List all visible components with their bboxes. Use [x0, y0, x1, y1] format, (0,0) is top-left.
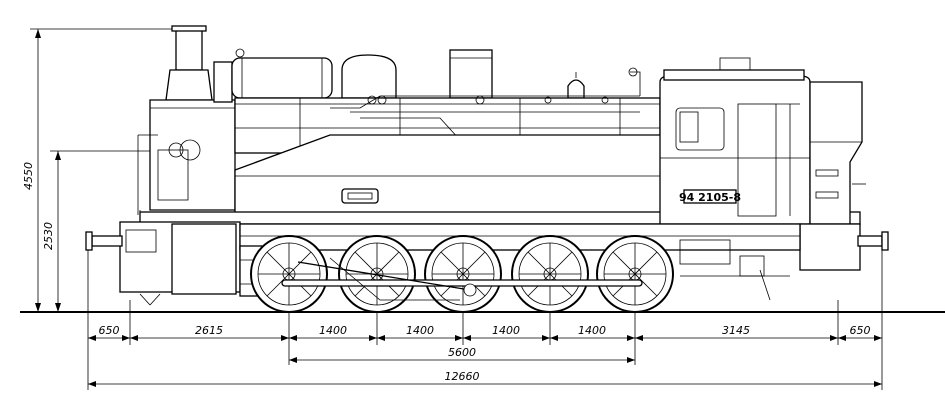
dim-front-to-first-axle: 2615 [195, 324, 223, 337]
dim-rear-overhang: 650 [850, 324, 871, 337]
coupling-rods [281, 257, 643, 301]
dim-axle-1-2: 1400 [319, 324, 347, 337]
driving-wheels [250, 235, 674, 313]
smokebox [137, 99, 236, 215]
dim-axle-4-5: 1400 [578, 324, 606, 337]
rear-running-gear [679, 239, 790, 277]
front-buffer-beam [85, 221, 241, 306]
dim-axle-3-4: 1400 [492, 324, 520, 337]
sand-dome [449, 49, 493, 99]
dim-front-overhang: 650 [99, 324, 120, 337]
length-dimensions: 650 2615 1400 1400 1400 1400 3145 650 56… [87, 250, 883, 390]
dim-overall-length: 12660 [445, 370, 480, 383]
rear-buffer-beam [759, 223, 889, 301]
dim-wheelbase: 5600 [448, 346, 476, 359]
locomotive-frame [239, 223, 801, 251]
cab [659, 57, 811, 225]
coal-bunker [809, 81, 866, 225]
wheel-spokes [258, 243, 666, 305]
boiler-pipework [330, 67, 641, 141]
air-compressor [213, 48, 333, 103]
height-dimensions: 4550 2530 [22, 28, 190, 312]
loco-number: 94 2105-8 [679, 191, 741, 204]
whistle [567, 72, 585, 99]
dim-last-axle-to-rear: 3145 [722, 324, 750, 337]
height-dim-overall: 4550 [22, 162, 35, 190]
row1-arrows [88, 335, 882, 341]
side-water-tank [234, 134, 666, 216]
steam-dome [341, 54, 397, 99]
locomotive: 94 2105-8 [85, 25, 889, 313]
front-buffer [91, 235, 123, 247]
chimney [165, 25, 213, 101]
number-plate: 94 2105-8 [679, 189, 741, 204]
rear-buffer [857, 235, 883, 247]
dim-axle-2-3: 1400 [406, 324, 434, 337]
height-dim-boiler: 2530 [42, 222, 55, 250]
